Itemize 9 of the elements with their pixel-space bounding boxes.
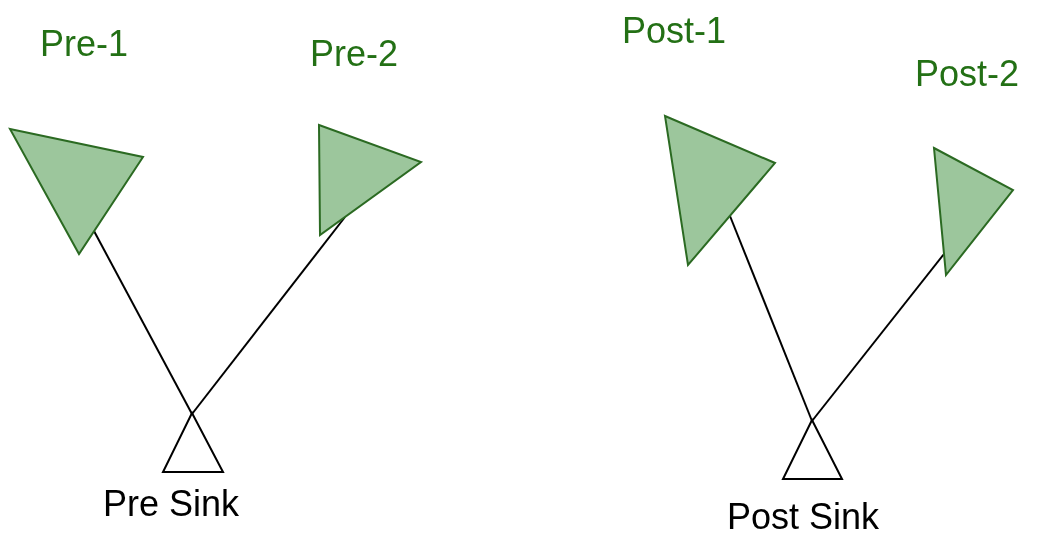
neuron-label: Post-2 — [915, 54, 1020, 94]
sink-label: Post Sink — [727, 497, 880, 537]
neuron-label: Post-1 — [622, 11, 727, 51]
neuron-label: Pre-2 — [310, 34, 399, 74]
connector-line — [729, 215, 813, 422]
connector-line — [93, 230, 193, 415]
neuron-label: Pre-1 — [40, 24, 129, 64]
connector-line — [811, 253, 945, 422]
sink-label: Pre Sink — [103, 484, 240, 524]
